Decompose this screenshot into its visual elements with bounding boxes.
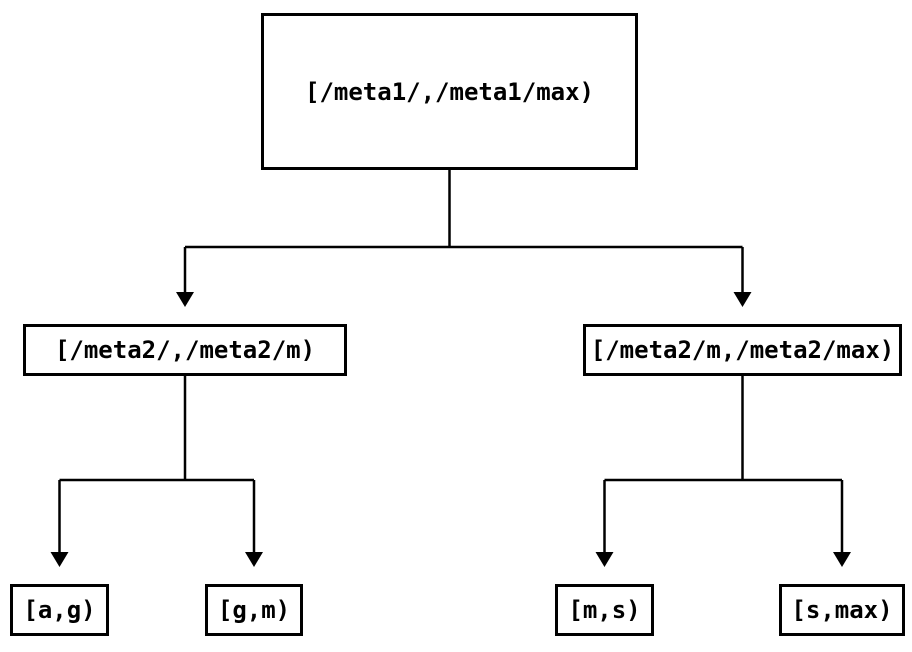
node-leaf-ag-label: [a,g) bbox=[23, 596, 96, 624]
node-leaf-gm-label: [g,m) bbox=[217, 596, 291, 624]
node-leaf-smax-label: [s,max) bbox=[791, 596, 893, 624]
arrowhead-down-icon bbox=[833, 552, 851, 567]
node-meta2-left: [/meta2/,/meta2/m) bbox=[23, 324, 347, 376]
arrowhead-down-icon bbox=[50, 552, 69, 567]
node-leaf-ag: [a,g) bbox=[10, 584, 109, 636]
node-leaf-ms-label: [m,s) bbox=[568, 596, 641, 624]
node-root-label: [/meta1/,/meta1/max) bbox=[305, 77, 594, 106]
arrowhead-down-icon bbox=[245, 552, 263, 567]
node-leaf-gm: [g,m) bbox=[205, 584, 303, 636]
arrowhead-down-icon bbox=[595, 552, 614, 567]
node-meta2-left-label: [/meta2/,/meta2/m) bbox=[54, 336, 316, 364]
node-meta2-right: [/meta2/m,/meta2/max) bbox=[583, 324, 902, 376]
node-meta2-right-label: [/meta2/m,/meta2/max) bbox=[590, 336, 895, 364]
arrowhead-down-icon bbox=[733, 292, 752, 307]
node-leaf-smax: [s,max) bbox=[779, 584, 905, 636]
node-root: [/meta1/,/meta1/max) bbox=[261, 13, 638, 170]
arrowhead-down-icon bbox=[176, 292, 194, 307]
node-leaf-ms: [m,s) bbox=[555, 584, 654, 636]
